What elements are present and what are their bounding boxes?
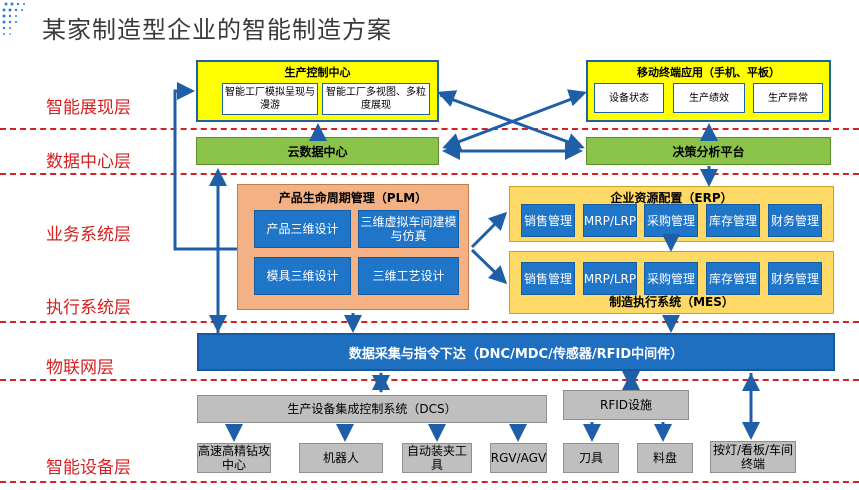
rfid-facility: RFID设施 <box>563 390 689 420</box>
plm-title: 产品生命周期管理（PLM） <box>278 191 428 205</box>
plm-item: 模具三维设计 <box>254 257 351 295</box>
device-box: 料盘 <box>637 443 693 473</box>
device-box: RGV/AGV <box>490 443 547 473</box>
layer-label-execution: 执行系统层 <box>46 298 131 318</box>
mes-item: 采购管理 <box>644 262 698 295</box>
device-box: 按灯/看板/车间终端 <box>710 441 796 473</box>
control-center-title: 生产控制中心 <box>284 66 351 79</box>
erp-item: 销售管理 <box>521 204 575 237</box>
layer-label-datacenter: 数据中心层 <box>46 152 131 172</box>
erp-item: MRP/LRP <box>583 204 637 237</box>
mes-title: 制造执行系统（MES） <box>609 295 734 309</box>
erp-title: 企业资源配置（ERP） <box>610 191 733 205</box>
layer-label-iot: 物联网层 <box>46 358 114 378</box>
device-box: 高速高精钻攻中心 <box>197 443 271 473</box>
layer-label-display: 智能展现层 <box>46 98 131 118</box>
plm-item: 产品三维设计 <box>254 210 351 248</box>
mobile-item: 设备状态 <box>594 83 664 113</box>
mes-item: 库存管理 <box>706 262 760 295</box>
device-box: 自动装夹工具 <box>402 443 472 473</box>
cloud-data-center: 云数据中心 <box>196 137 439 165</box>
layer-divider <box>0 128 859 130</box>
mes-item: 财务管理 <box>768 262 822 295</box>
mes-item: MRP/LRP <box>583 262 637 295</box>
dot-logo-icon <box>2 2 25 35</box>
erp-item: 财务管理 <box>768 204 822 237</box>
device-box: 刀具 <box>563 443 619 473</box>
erp-item: 采购管理 <box>644 204 698 237</box>
layer-divider <box>0 173 859 175</box>
iot-data-collection-bar: 数据采集与指令下达（DNC/MDC/传感器/RFID中间件） <box>197 333 835 371</box>
mobile-title: 移动终端应用（手机、平板） <box>637 66 780 79</box>
control-center-item: 智能工厂多视图、多粒度展现 <box>322 83 430 115</box>
layer-divider <box>0 379 859 381</box>
layer-label-devices: 智能设备层 <box>46 458 131 478</box>
layer-divider <box>0 481 859 483</box>
mobile-item: 生产绩效 <box>673 83 745 113</box>
decision-analysis-platform: 决策分析平台 <box>586 137 831 165</box>
page-title: 某家制造型企业的智能制造方案 <box>42 16 392 44</box>
dcs-system: 生产设备集成控制系统（DCS） <box>197 395 547 423</box>
plm-item: 三维虚拟车间建模与仿真 <box>358 210 459 248</box>
mes-item: 销售管理 <box>521 262 575 295</box>
layer-label-business: 业务系统层 <box>46 225 131 245</box>
device-box: 机器人 <box>299 443 383 473</box>
erp-item: 库存管理 <box>706 204 760 237</box>
mobile-item: 生产异常 <box>753 83 823 113</box>
control-center-item: 智能工厂模拟呈现与漫游 <box>222 83 318 115</box>
layer-divider <box>0 321 859 323</box>
plm-item: 三维工艺设计 <box>358 257 459 295</box>
